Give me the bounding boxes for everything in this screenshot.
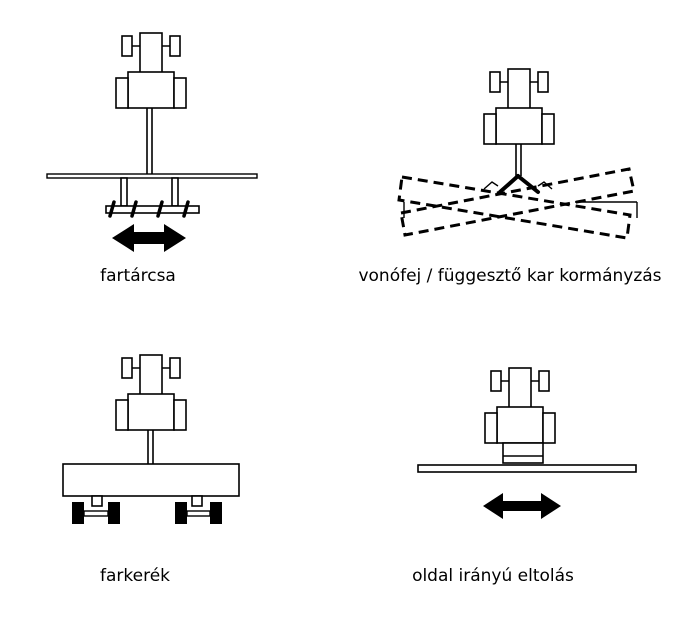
tractor-icon [115,354,187,431]
tractor-icon [483,68,555,145]
double-arrow-icon [112,224,186,252]
disc-blades [108,200,190,218]
rear-wheel-right-icon [175,502,222,524]
tractor-icon [115,32,187,109]
frame-ends [403,201,638,218]
pivot-marks [483,181,553,190]
wheel-brackets [91,495,203,507]
drawbar [515,144,522,176]
rear-wheel-left-icon [72,502,120,524]
hitch-block [502,442,544,464]
drawbar [146,108,153,174]
panel-rear-disc: fartárcsa [46,32,258,286]
caption-rear-wheels: farkerék [100,566,170,586]
double-arrow-icon [483,493,561,519]
panel-side-shift: oldal irányú eltolás [412,367,637,586]
implement-beam [417,464,637,473]
caption-drawbar-steering: vonófej / függesztő kar kormányzás [358,266,661,286]
tractor-icon [484,367,556,444]
disc-frame [105,177,200,214]
panel-rear-wheels: farkerék [62,354,240,586]
caption-rear-disc: fartárcsa [100,266,176,286]
implement-beam [46,173,258,179]
drawbar [147,430,154,464]
caption-side-shift: oldal irányú eltolás [412,566,574,586]
implement-body [62,463,240,497]
panel-drawbar-steering: vonófej / függesztő kar kormányzás [358,68,662,286]
steering-links [498,174,540,194]
